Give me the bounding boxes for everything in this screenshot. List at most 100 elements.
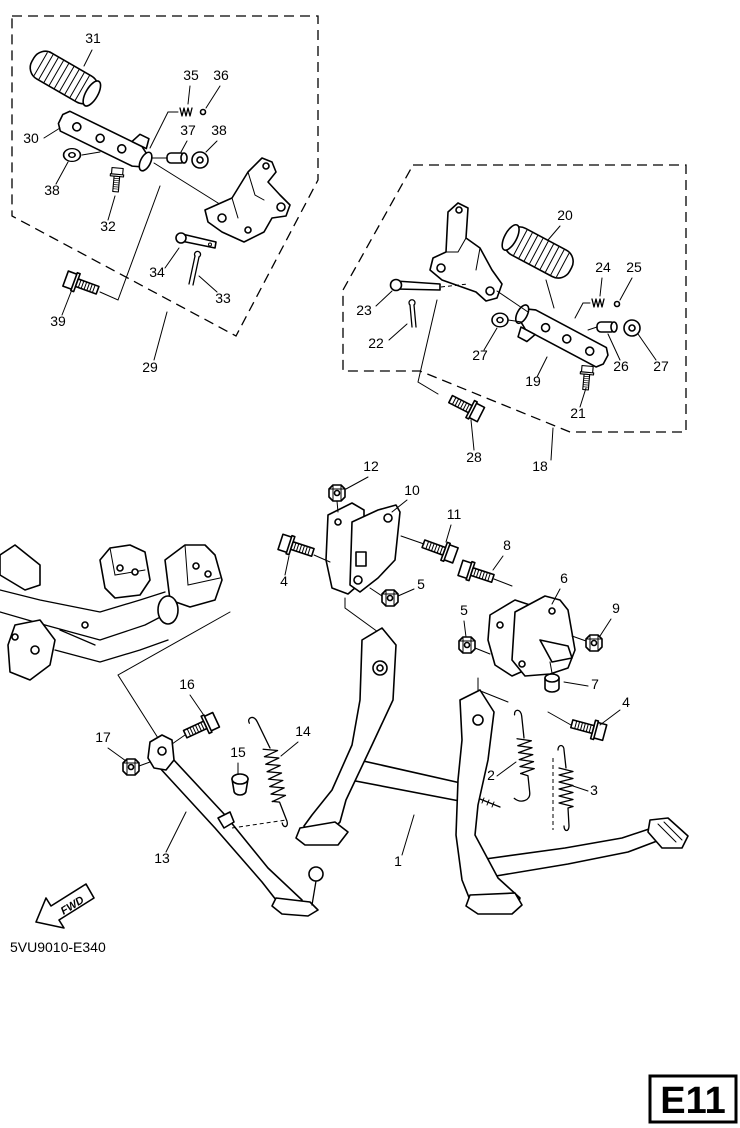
part-36-ball — [199, 108, 207, 116]
part-39-bolt — [61, 268, 102, 300]
callout-25: 25 — [626, 259, 642, 275]
callout-20: 20 — [557, 207, 573, 223]
callout-7: 7 — [591, 676, 599, 692]
part-2-spring — [513, 709, 535, 802]
assembly-line-23 — [440, 283, 469, 288]
callout-6: 6 — [560, 570, 568, 586]
assembly-line-28 — [417, 299, 439, 395]
part-4-bolt-right — [568, 713, 608, 743]
assembly-line-26 — [587, 326, 598, 331]
part-11-bolt — [419, 534, 460, 566]
part-8-bolt — [456, 558, 497, 589]
callout-18: 18 — [532, 458, 548, 474]
part-24-spring — [591, 298, 605, 308]
assembly-18-rear-footrest-right — [342, 164, 687, 433]
part-1-center-stand — [295, 627, 689, 915]
part-20-footrest-rubber — [497, 220, 579, 284]
part-35-spring — [179, 107, 193, 117]
assembly-29-rear-footrest-left — [11, 15, 319, 337]
assembly-18-outline — [342, 164, 687, 433]
callout-27-left: 27 — [472, 347, 488, 363]
callout-5-right: 5 — [460, 602, 468, 618]
part-26-pin — [596, 321, 618, 333]
part-38-washer-right — [191, 151, 209, 169]
callout-4-right: 4 — [622, 694, 630, 710]
part-27-washer-right — [623, 319, 641, 337]
part-22-cotter-pin — [408, 299, 417, 328]
callout-21: 21 — [570, 405, 586, 421]
callout-24: 24 — [595, 259, 611, 275]
callout-31: 31 — [85, 30, 101, 46]
assembly-line-35 — [149, 111, 179, 149]
part-37-pin — [166, 152, 188, 164]
callout-36: 36 — [213, 67, 229, 83]
callout-30: 30 — [23, 130, 39, 146]
frame-section — [0, 544, 223, 681]
part-14-spring — [248, 716, 289, 828]
callout-15: 15 — [230, 744, 246, 760]
part-6-bracket — [487, 595, 576, 677]
assembly-lines-bracket-10 — [313, 500, 425, 633]
callout-37: 37 — [180, 122, 196, 138]
callouts-upper-left: 31 35 36 30 37 38 38 32 34 33 39 29 — [23, 30, 231, 375]
callout-38-left: 38 — [44, 182, 60, 198]
callouts-upper-right: 20 24 25 23 22 27 26 27 19 21 28 18 — [356, 207, 669, 474]
part-31-footrest-rubber — [24, 45, 106, 111]
assembly-line-24 — [574, 302, 591, 319]
part-33-cotter-pin — [188, 250, 202, 286]
callout-27-right: 27 — [653, 358, 669, 374]
part-19-footrest-body — [506, 302, 612, 379]
part-34-pin — [175, 232, 217, 249]
callout-19: 19 — [525, 373, 541, 389]
callout-13: 13 — [154, 850, 170, 866]
callout-38-right: 38 — [211, 122, 227, 138]
part-12-nut — [328, 484, 346, 502]
assembly-line-footrest-right — [496, 279, 555, 323]
assembly-29-outline — [11, 15, 319, 337]
callout-3: 3 — [590, 782, 598, 798]
callout-34: 34 — [149, 264, 165, 280]
part-16-bolt — [180, 710, 221, 744]
callout-14: 14 — [295, 723, 311, 739]
callout-16: 16 — [179, 676, 195, 692]
part-17-nut — [122, 758, 140, 776]
callout-4-left: 4 — [280, 573, 288, 589]
leader-lines — [43, 49, 657, 856]
assembly-lines-sidestand-pivot — [138, 734, 186, 767]
part-9-nut — [585, 634, 603, 652]
callout-9: 9 — [612, 600, 620, 616]
callout-12: 12 — [363, 458, 379, 474]
callout-28: 28 — [466, 449, 482, 465]
page-tag-box: E11 — [648, 1074, 738, 1124]
footrest-bracket-right — [429, 202, 503, 302]
callout-23: 23 — [356, 302, 372, 318]
callout-17: 17 — [95, 729, 111, 745]
callout-2: 2 — [487, 767, 495, 783]
part-10-bracket — [325, 502, 401, 595]
part-7-stopper — [544, 673, 560, 693]
part-38-washer-left — [62, 147, 82, 163]
callout-11: 11 — [447, 506, 462, 522]
figure-code: 5VU9010-E340 — [10, 939, 106, 955]
callout-1: 1 — [394, 853, 402, 869]
part-27-washer-left — [491, 312, 509, 328]
fwd-arrow-icon: FWD — [35, 883, 95, 929]
part-13-side-stand — [147, 734, 324, 917]
footrest-bracket-left — [204, 157, 291, 243]
part-15-rubber — [231, 773, 249, 796]
callout-29: 29 — [142, 359, 158, 375]
callout-8: 8 — [503, 537, 511, 553]
callout-39: 39 — [50, 313, 66, 329]
assembly-line-footrest-axis — [81, 151, 227, 209]
callout-22: 22 — [368, 335, 384, 351]
page-tag: E11 — [660, 1080, 726, 1122]
callout-35: 35 — [183, 67, 199, 83]
callout-5-left: 5 — [417, 576, 425, 592]
part-5-nut-right — [458, 636, 476, 654]
callout-33: 33 — [215, 290, 231, 306]
assembly-lines-bracket-6 — [474, 578, 587, 726]
assembly-line-spring-14 — [231, 819, 287, 829]
part-5-nut-left — [381, 589, 399, 607]
